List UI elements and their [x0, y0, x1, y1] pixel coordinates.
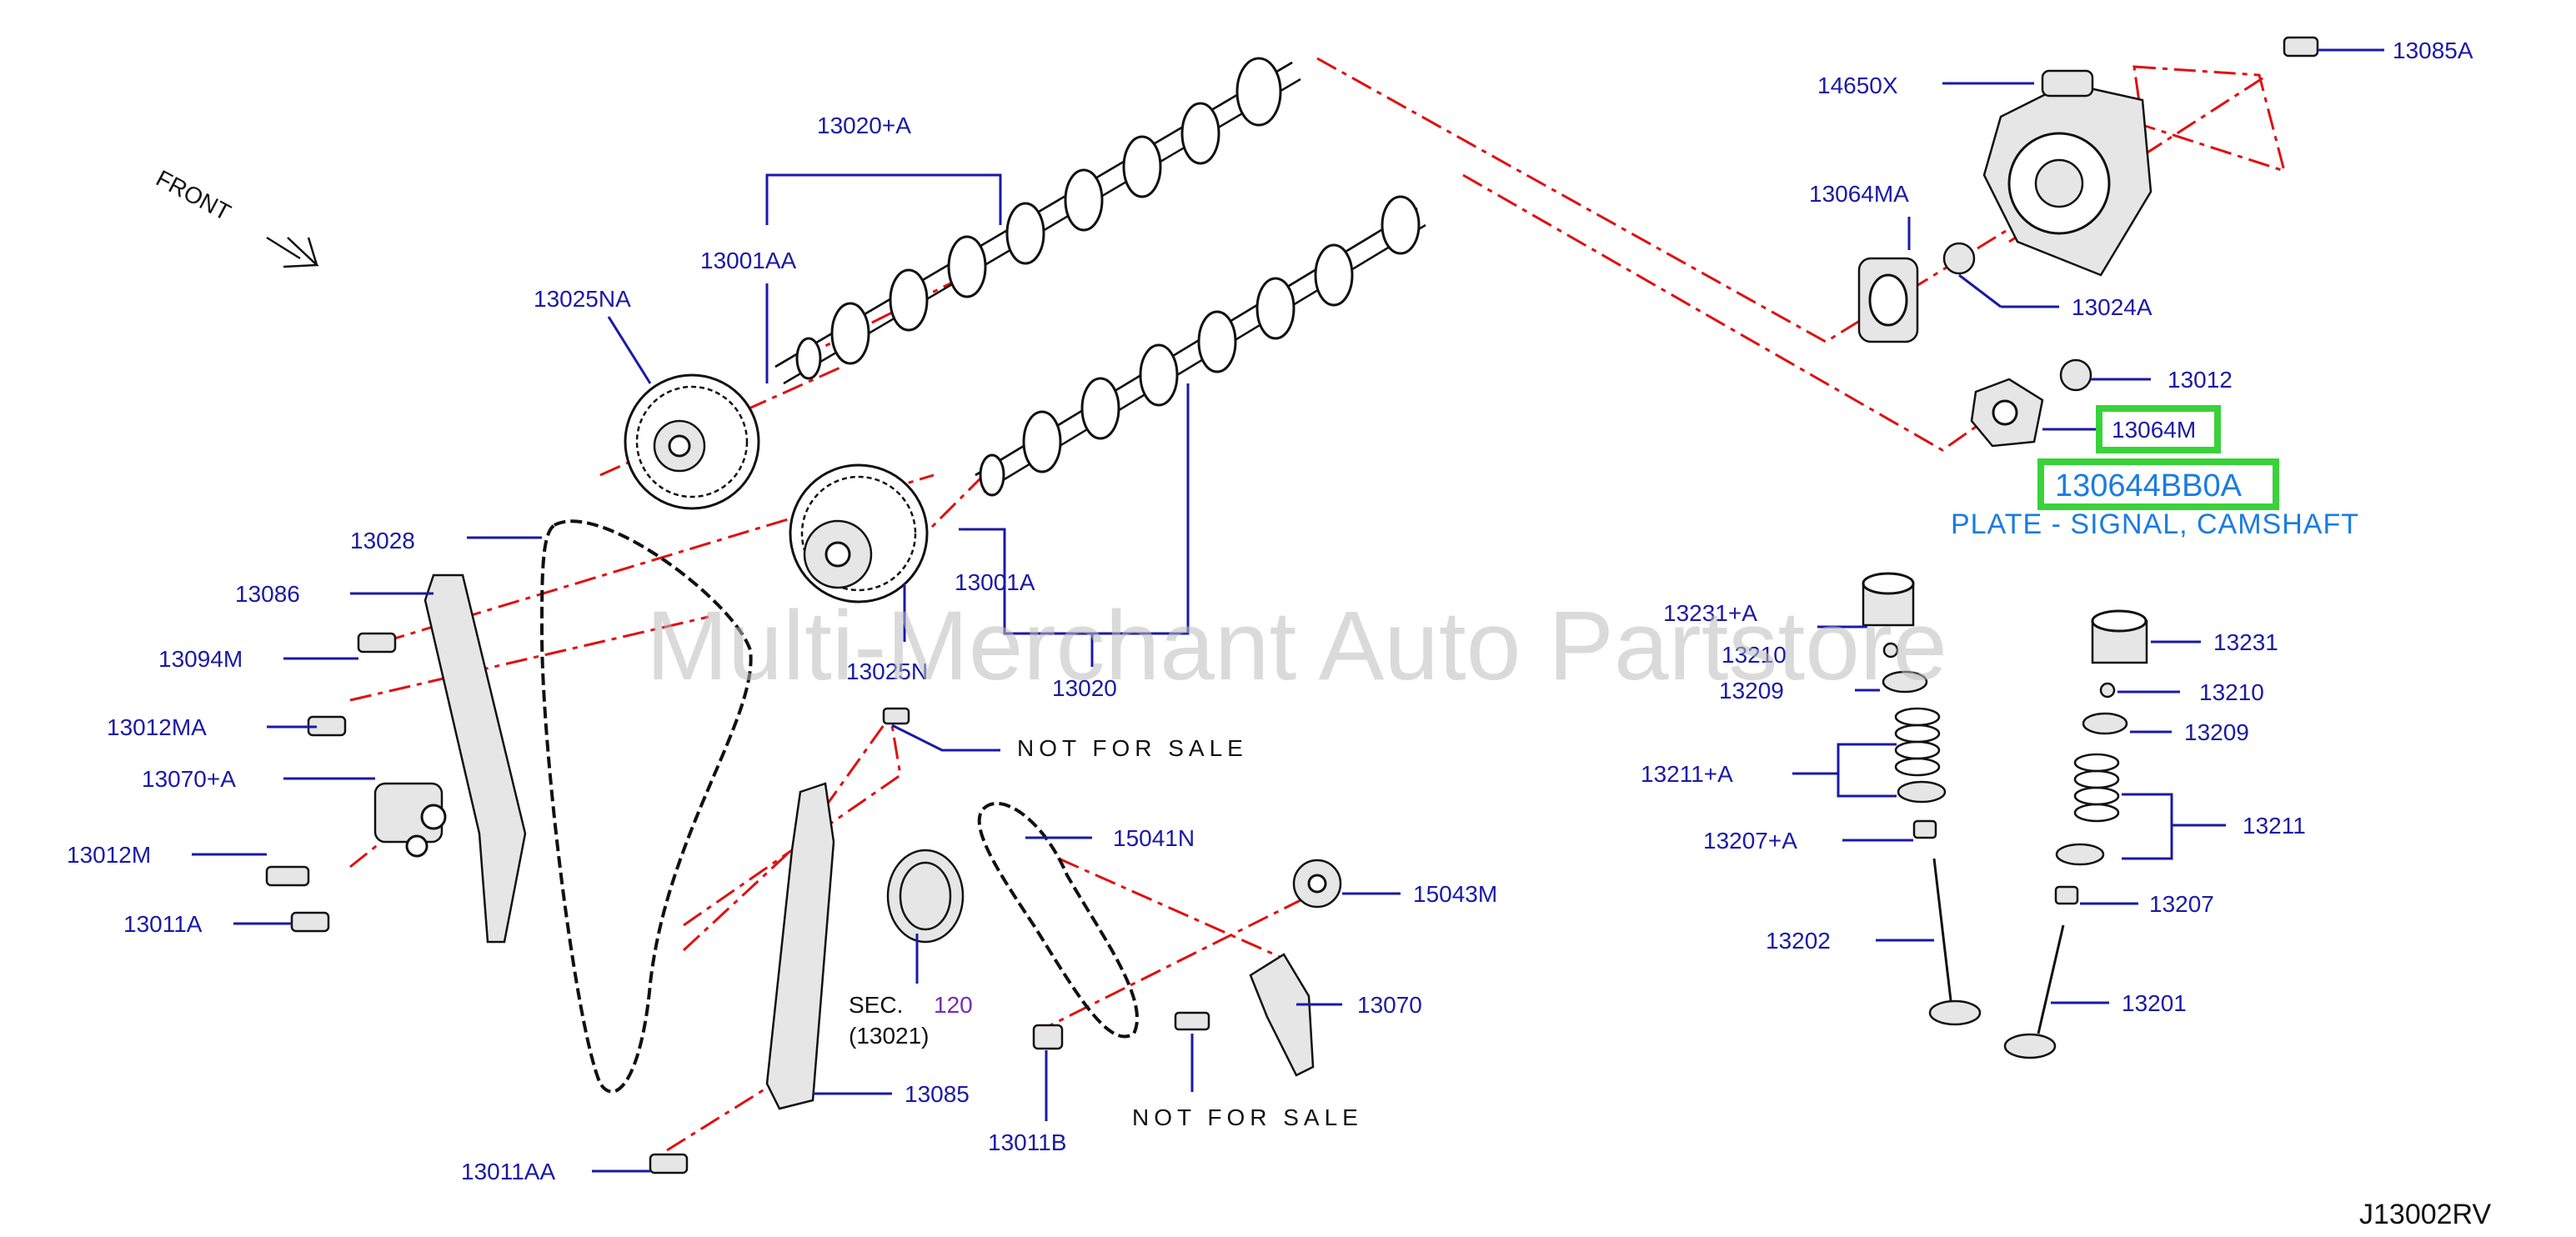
label-13086: 13086	[235, 581, 300, 607]
label-13025N: 13025N	[846, 659, 928, 684]
valve-train-right	[2003, 609, 2148, 1059]
label-not-for-sale-1: NOT FOR SALE	[1017, 735, 1248, 761]
label-sec-sub: (13021)	[849, 1023, 930, 1049]
timing-chain	[539, 519, 753, 1094]
label-13201: 13201	[2122, 990, 2187, 1016]
label-13202: 13202	[1766, 928, 1831, 954]
label-13210-right: 13210	[2199, 679, 2264, 705]
front-label: FRONT	[152, 165, 235, 226]
seal-13024A	[1942, 242, 1976, 275]
label-13211: 13211	[2243, 813, 2306, 839]
oil-pump-sprocket-15043M	[1292, 859, 1342, 909]
highlight-box-part-number	[2096, 405, 2221, 453]
label-15041N: 15041N	[1113, 825, 1195, 851]
label-13231: 13231	[2213, 629, 2278, 655]
label-13011A: 13011A	[123, 911, 203, 937]
diagram-reference: J13002RV	[2359, 1199, 2491, 1230]
label-13209-right: 13209	[2184, 719, 2249, 745]
oil-pump-chain-15041N	[977, 802, 1139, 1039]
label-13207A: 13207+A	[1703, 828, 1797, 854]
label-13207: 13207	[2149, 891, 2214, 917]
chain-guide-13085	[765, 782, 835, 1110]
label-14650X: 14650X	[1817, 73, 1898, 98]
label-13011B: 13011B	[988, 1129, 1066, 1155]
chain-guide-13086	[423, 573, 527, 944]
bolts	[265, 36, 2319, 1174]
highlight-part-number[interactable]: 13064M	[2112, 417, 2196, 443]
label-13020A: 13020+A	[817, 113, 911, 138]
label-13210-left: 13210	[1722, 642, 1787, 668]
camshaft-exhaust	[975, 195, 1426, 497]
highlight-box-oem-number	[2037, 458, 2279, 510]
label-13024A: 13024A	[2072, 294, 2153, 320]
label-13211A: 13211+A	[1641, 761, 1733, 787]
label-sec: SEC.	[849, 992, 903, 1018]
highlight-oem-number[interactable]: 130644BB0A	[2055, 468, 2243, 503]
label-not-for-sale-2: NOT FOR SALE	[1132, 1104, 1363, 1130]
tensioner-13070A	[373, 782, 447, 858]
plate-13064MA	[1857, 257, 1919, 343]
crank-sprocket	[886, 849, 965, 944]
vacuum-pump-14650X	[1982, 69, 2153, 277]
label-13070: 13070	[1357, 992, 1422, 1018]
label-13020: 13020	[1052, 675, 1117, 701]
seal-13012	[2059, 358, 2092, 392]
link-sec-120[interactable]: 120	[934, 992, 973, 1018]
front-arrow-icon	[266, 236, 319, 268]
label-13085: 13085	[905, 1081, 970, 1107]
label-13231A: 13231+A	[1663, 600, 1757, 626]
lever-13070	[1249, 953, 1315, 1077]
camshaft-intake	[774, 57, 1301, 385]
leader-lines	[192, 48, 2384, 1173]
highlight-description: PLATE - SIGNAL, CAMSHAFT	[1951, 508, 2359, 540]
label-13012M: 13012M	[67, 842, 151, 868]
label-13025NA: 13025NA	[534, 286, 631, 312]
label-13094M: 13094M	[158, 646, 243, 672]
valve-train-left	[1862, 572, 1982, 1026]
part-labels: 13085A 14650X 13064MA 13024A 13012 13020…	[67, 38, 2473, 1184]
label-13070A: 13070+A	[142, 766, 236, 792]
label-13011AA: 13011AA	[461, 1159, 555, 1184]
label-15043M: 15043M	[1413, 881, 1497, 907]
highlighted-part[interactable]: 13064M 130644BB0A PLATE - SIGNAL, CAMSHA…	[1951, 405, 2359, 540]
label-13064MA: 13064MA	[1809, 181, 1909, 207]
label-13012: 13012	[2168, 367, 2233, 393]
label-13085A: 13085A	[2393, 38, 2473, 63]
label-13001AA: 13001AA	[700, 248, 797, 273]
sprocket-13025NA	[624, 373, 760, 510]
label-13028: 13028	[350, 528, 415, 553]
front-indicator: FRONT	[152, 165, 319, 268]
signal-plate-13064M	[1970, 378, 2044, 448]
label-13001A: 13001A	[955, 569, 1035, 595]
sprocket-13025N	[789, 463, 929, 603]
label-13012MA: 13012MA	[107, 714, 207, 740]
label-13209-left: 13209	[1719, 678, 1784, 704]
watermark: Multi-Merchant Auto Partstore	[646, 591, 1947, 701]
